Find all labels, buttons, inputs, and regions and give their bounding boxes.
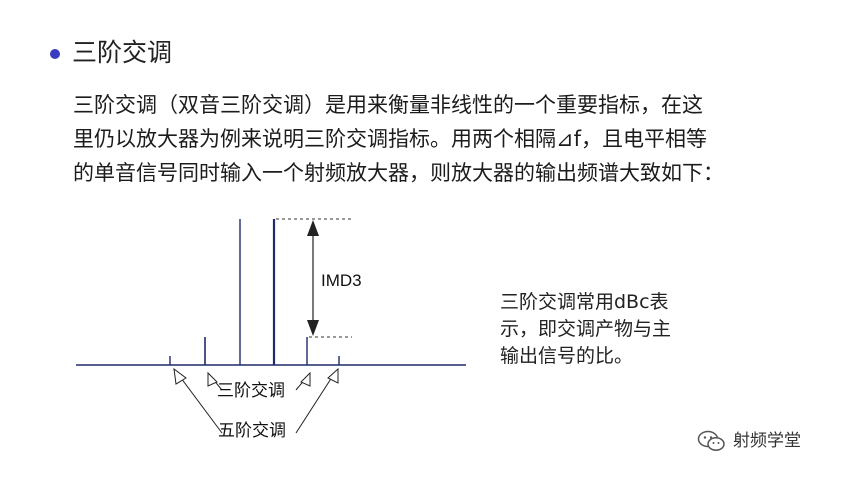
watermark: 射频学堂 <box>697 428 801 454</box>
note-line: 三阶交调常用dBc表 <box>500 291 669 313</box>
fifth-order-label: 五阶交调 <box>218 421 286 440</box>
fifth-order-arrowhead-left <box>173 367 187 385</box>
fifth-order-arrow-right <box>295 373 335 434</box>
section-heading: 三阶交调 <box>72 38 173 67</box>
fifth-order-arrowhead-right <box>327 367 339 384</box>
dbc-note: 三阶交调常用dBc表 示，即交调产物与主 输出信号的比。 <box>500 289 730 370</box>
paragraph-line: 里仍以放大器为例来说明三阶交调指标。用两个相隔⊿f，且电平相等 <box>73 127 707 151</box>
imd3-arrowhead-down <box>307 320 319 336</box>
third-order-arrowhead-right <box>300 371 311 387</box>
wechat-icon <box>697 430 725 451</box>
paragraph-line: 三阶交调（双音三阶交调）是用来衡量非线性的一个重要指标，在这 <box>73 93 703 117</box>
third-order-arrowhead-left <box>207 371 218 387</box>
note-line: 输出信号的比。 <box>500 345 634 367</box>
bullet-icon <box>50 49 60 59</box>
watermark-text: 射频学堂 <box>733 431 801 451</box>
fifth-order-arrow-left <box>177 373 223 434</box>
paragraph-line: 的单音信号同时输入一个射频放大器，则放大器的输出频谱大致如下： <box>73 161 724 185</box>
third-order-label: 三阶交调 <box>217 381 285 400</box>
imd3-label: IMD3 <box>321 271 362 290</box>
imd3-arrowhead-up <box>307 220 319 236</box>
note-line: 示，即交调产物与主 <box>500 318 672 340</box>
body-paragraph: 三阶交调（双音三阶交调）是用来衡量非线性的一个重要指标，在这 里仍以放大器为例来… <box>73 88 813 190</box>
